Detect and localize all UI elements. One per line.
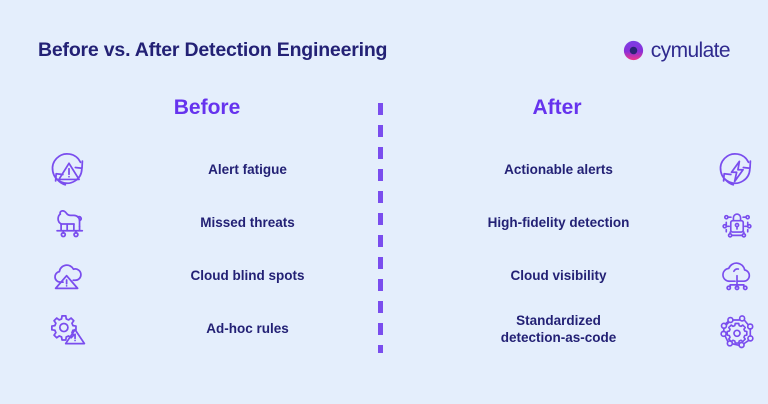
row-label: Cloud blind spots xyxy=(190,268,305,284)
row-label: Ad-hoc rules xyxy=(206,321,289,337)
comparison-row: Ad-hoc rules xyxy=(0,303,768,356)
trojan-horse-icon xyxy=(38,202,100,246)
column-divider xyxy=(378,103,383,353)
row-label: Actionable alerts xyxy=(504,162,613,178)
row-label: High-fidelity detection xyxy=(487,215,630,231)
column-headings: Before After xyxy=(0,96,768,140)
column-heading-before: Before xyxy=(173,96,241,119)
cymulate-wordmark: cymulate xyxy=(650,38,731,62)
row-before-side: Ad-hoc rules xyxy=(38,308,395,352)
row-after-side: Actionable alerts xyxy=(411,149,768,193)
row-label: Cloud visibility xyxy=(510,268,607,284)
row-before-side: Alert fatigue xyxy=(38,149,395,193)
row-before-side: Cloud blind spots xyxy=(38,255,395,299)
comparison-row: Alert fatigue Actionable alerts xyxy=(0,144,768,197)
row-before-side: Missed threats xyxy=(38,202,395,246)
row-after-side: High-fidelity detection xyxy=(411,202,768,246)
alert-loop-icon xyxy=(38,149,100,193)
cloud-warning-icon xyxy=(38,255,100,299)
header: Before vs. After Detection Engineering c… xyxy=(38,30,731,70)
comparison-rows: Alert fatigue Actionable alerts xyxy=(0,144,768,356)
cymulate-logo: cymulate xyxy=(623,38,731,62)
row-label: Missed threats xyxy=(200,215,295,231)
row-after-side: Cloud visibility xyxy=(411,255,768,299)
lock-circuit-icon xyxy=(706,202,768,246)
gear-network-icon xyxy=(706,308,768,352)
column-heading-after: After xyxy=(532,96,582,119)
row-label: Alert fatigue xyxy=(208,162,287,178)
gear-warning-icon xyxy=(38,308,100,352)
cymulate-ring-icon xyxy=(623,40,644,61)
comparison-row: Missed threats xyxy=(0,197,768,250)
page-title: Before vs. After Detection Engineering xyxy=(38,38,388,61)
lightning-loop-icon xyxy=(706,149,768,193)
comparison-row: Cloud blind spots Cloud visibility xyxy=(0,250,768,303)
cloud-circuit-icon xyxy=(706,255,768,299)
